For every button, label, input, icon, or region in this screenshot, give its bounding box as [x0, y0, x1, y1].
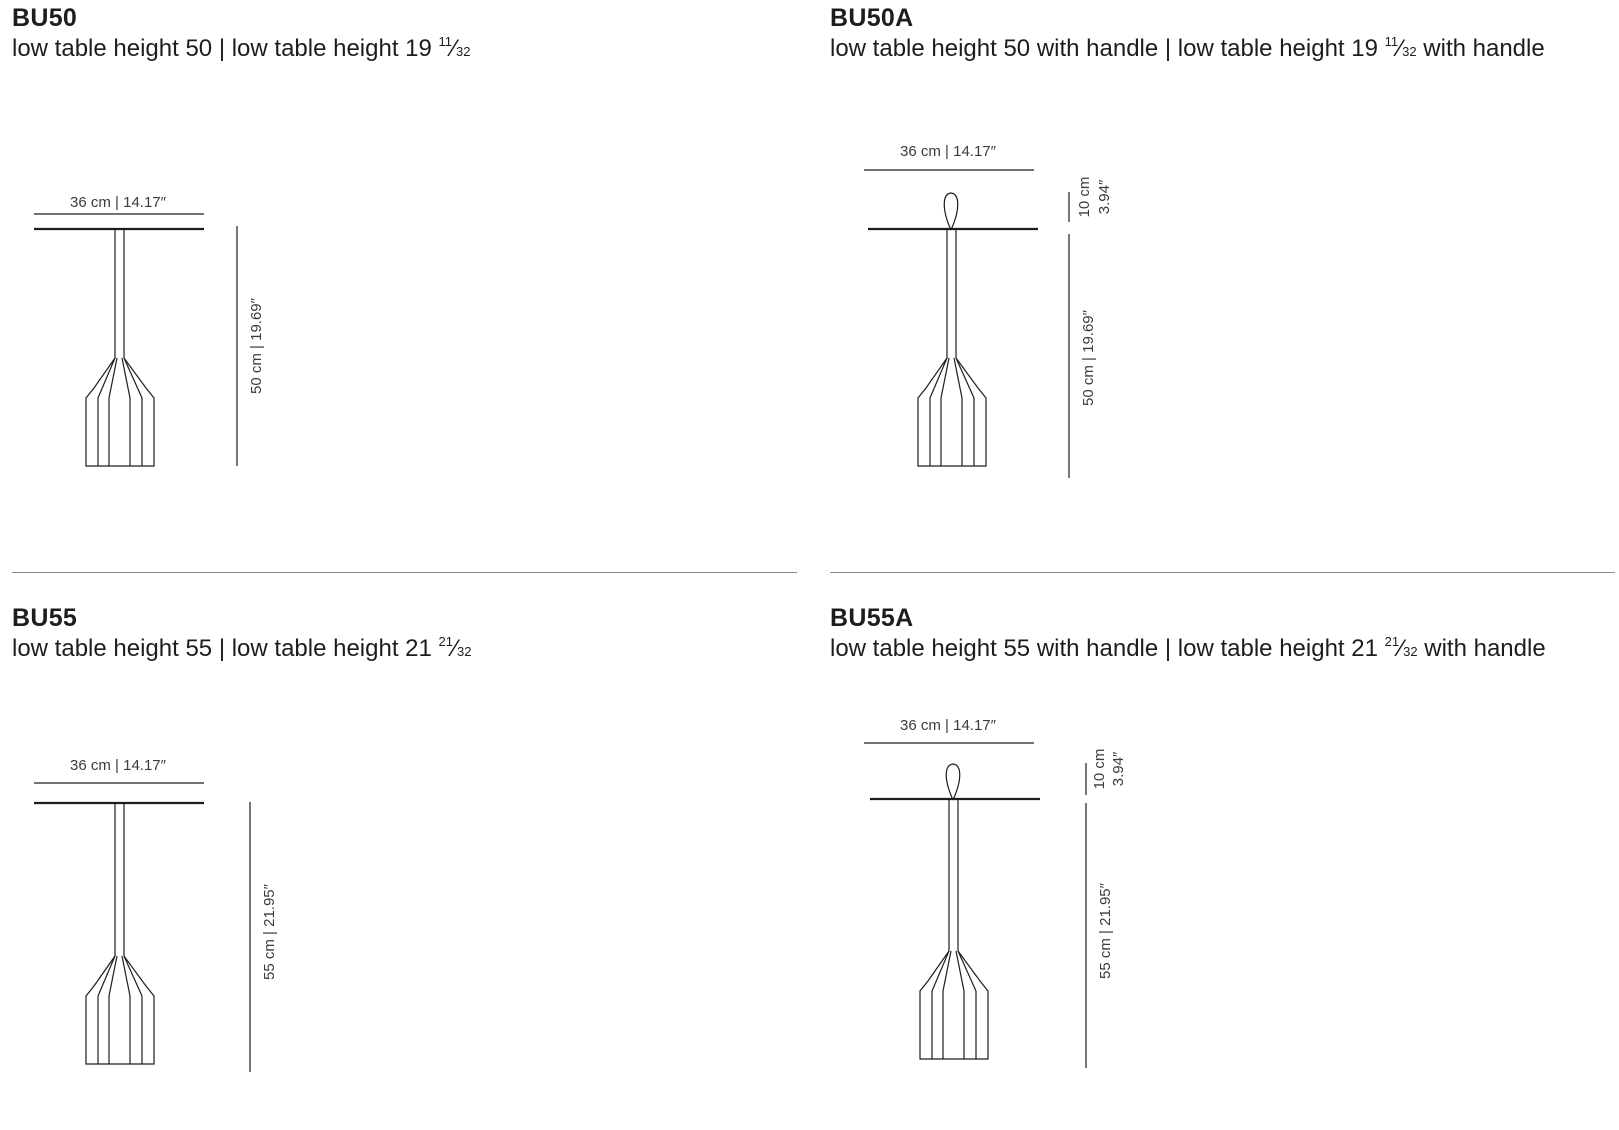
base-rib: [108, 955, 118, 997]
height-dimension-label: 55 cm | 21.95″: [261, 883, 278, 980]
product-panel-bu55: BU55 low table height 55 | low table hei…: [12, 600, 812, 1130]
handle-dimension-label-cm: 10 cm: [1091, 749, 1108, 790]
width-dimension-label: 36 cm | 14.17″: [70, 194, 167, 211]
product-panel-bu50a: BU50A low table height 50 with handle | …: [830, 0, 1619, 530]
fraction-slash: ⁄: [453, 635, 458, 662]
product-code: BU50: [12, 4, 78, 32]
base-rib: [940, 357, 950, 399]
width-dimension-label: 36 cm | 14.17″: [900, 717, 997, 734]
fraction-denominator: 32: [456, 44, 471, 59]
handle-dimension-label-in: 3.94″: [1096, 179, 1113, 214]
base-rib: [942, 950, 952, 992]
fraction-denominator: 32: [1403, 644, 1418, 659]
base-rib: [929, 357, 948, 399]
product-code: BU55A: [830, 604, 914, 632]
section-divider: [12, 572, 797, 573]
base-outline: [85, 357, 155, 467]
product-description: low table height 50 | low table height 1…: [12, 34, 471, 63]
fraction-denominator: 32: [1402, 44, 1417, 59]
description-text: low table height 50 | low table height 1…: [12, 35, 439, 62]
product-panel-bu50: BU50 low table height 50 | low table hei…: [12, 0, 812, 530]
base-rib: [955, 950, 965, 992]
base-rib: [108, 357, 118, 399]
fraction-slash: ⁄: [1398, 35, 1403, 62]
description-suffix: with handle: [1416, 35, 1545, 62]
base-rib: [123, 955, 143, 997]
product-description: low table height 55 | low table height 2…: [12, 634, 471, 663]
technical-drawing-bu55a: 36 cm | 14.17″ 10 cm 3.94″ 55 cm | 21.95…: [864, 717, 1127, 1068]
base-outline: [85, 955, 155, 1065]
height-dimension-label: 55 cm | 21.95″: [1097, 882, 1114, 979]
product-description: low table height 50 with handle | low ta…: [830, 34, 1545, 63]
product-panel-bu55a: BU55A low table height 55 with handle | …: [830, 600, 1619, 1130]
description-suffix: with handle: [1417, 635, 1546, 662]
product-description: low table height 55 with handle | low ta…: [830, 634, 1546, 663]
description-text: low table height 50 with handle | low ta…: [830, 35, 1385, 62]
width-dimension-label: 36 cm | 14.17″: [900, 143, 997, 160]
handle-loop: [945, 763, 961, 801]
base-rib: [121, 357, 131, 399]
base-rib: [123, 357, 143, 399]
fraction-numerator: 11: [438, 34, 453, 49]
base-outline: [919, 950, 989, 1060]
fraction-slash: ⁄: [452, 35, 457, 62]
fraction-numerator: 21: [1384, 634, 1400, 649]
handle-dimension-label-cm: 10 cm: [1076, 177, 1093, 218]
base-rib: [97, 955, 116, 997]
technical-drawing-bu55: 36 cm | 14.17″ 55 cm | 21.95″: [34, 757, 278, 1072]
product-code: BU50A: [830, 4, 914, 32]
base-rib: [953, 357, 963, 399]
base-outline: [917, 357, 987, 467]
fraction-denominator: 32: [457, 644, 472, 659]
product-code: BU55: [12, 604, 78, 632]
section-divider: [830, 572, 1615, 573]
handle-loop: [943, 192, 959, 231]
description-text: low table height 55 | low table height 2…: [12, 635, 439, 662]
technical-drawing-bu50a: 36 cm | 14.17″ 10 cm 3.94″ 50 cm | 19.69…: [864, 143, 1113, 478]
description-text: low table height 55 with handle | low ta…: [830, 635, 1385, 662]
handle-dimension-label-in: 3.94″: [1110, 751, 1127, 786]
base-rib: [931, 950, 950, 992]
width-dimension-label: 36 cm | 14.17″: [70, 757, 167, 774]
base-rib: [957, 950, 977, 992]
fraction-numerator: 11: [1384, 34, 1399, 49]
base-rib: [97, 357, 116, 399]
technical-drawing-bu50: 36 cm | 14.17″ 50 cm | 19.69″: [34, 194, 265, 467]
height-dimension-label: 50 cm | 19.69″: [248, 297, 265, 394]
fraction-slash: ⁄: [1399, 635, 1404, 662]
base-rib: [121, 955, 131, 997]
height-dimension-label: 50 cm | 19.69″: [1080, 309, 1097, 406]
base-rib: [955, 357, 975, 399]
fraction-numerator: 21: [438, 634, 453, 649]
